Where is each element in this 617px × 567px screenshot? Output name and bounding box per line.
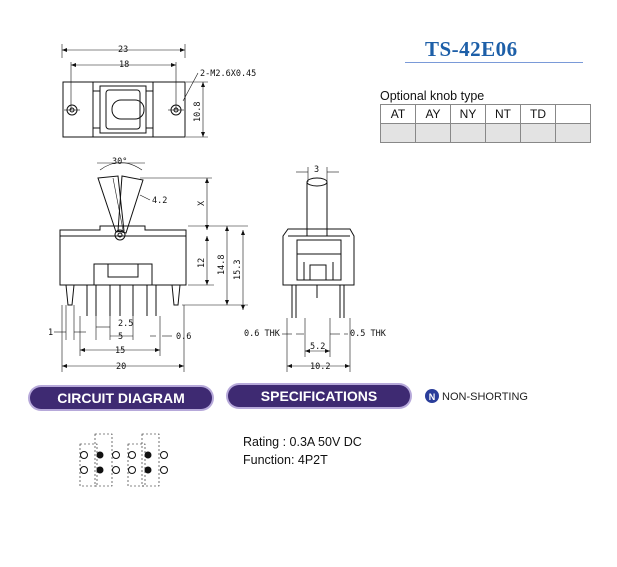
- specs-block: Rating : 0.3A 50V DC Function: 4P2T: [243, 433, 362, 469]
- non-shorting-badge: N NON-SHORTING: [425, 389, 528, 403]
- dim-14-8: 14.8: [217, 255, 227, 275]
- dim-radius: 4.2: [152, 196, 167, 206]
- dim-10-2: 10.2: [310, 362, 330, 372]
- dim-10-8: 10.8: [193, 102, 203, 122]
- specifications-label: SPECIFICATIONS: [261, 388, 377, 404]
- function-text: Function: 4P2T: [243, 453, 328, 467]
- dim-1: 1: [48, 328, 53, 338]
- side-view: 3 0.6 THK 0.5 THK 5.2 10.2: [244, 165, 387, 372]
- dim-20: 20: [116, 362, 126, 372]
- dim-3: 3: [314, 165, 319, 175]
- knob-cell: [555, 123, 591, 143]
- dim-15-3: 15.3: [233, 260, 243, 280]
- knob-option: [555, 104, 591, 124]
- knob-option: AT: [380, 104, 416, 124]
- left-thk: 0.6 THK: [244, 329, 281, 339]
- knob-option: TD: [520, 104, 556, 124]
- knob-cell: [485, 123, 521, 143]
- model-title: TS-42E06: [425, 37, 518, 61]
- circuit-schematic: [79, 433, 168, 487]
- non-shorting-icon: [425, 389, 439, 403]
- knob-option: NT: [485, 104, 521, 124]
- dim-23: 23: [118, 45, 128, 55]
- dim-5-2: 5.2: [310, 342, 325, 352]
- non-shorting-label: NON-SHORTING: [442, 391, 528, 403]
- dim-x: X: [197, 200, 207, 206]
- dim-0-6: 0.6: [176, 332, 191, 342]
- knob-option: AY: [415, 104, 451, 124]
- front-view: 30° 4.2 X: [48, 157, 248, 372]
- knob-cell: [450, 123, 486, 143]
- dim-12: 12: [197, 258, 207, 268]
- dim-2-5: 2.5: [118, 319, 133, 329]
- dim-5: 5: [118, 332, 123, 342]
- knob-table: AT AY NY NT TD: [380, 104, 591, 143]
- title-underline: [405, 62, 583, 63]
- dim-angle: 30°: [112, 157, 127, 167]
- knob-cell: [415, 123, 451, 143]
- hole-note: 2-M2.6X0.45: [200, 69, 256, 79]
- top-view: 23 18 2-M2.6X0.45 10.8: [61, 44, 256, 138]
- specifications-banner: SPECIFICATIONS: [226, 383, 412, 409]
- knob-cell: [520, 123, 556, 143]
- dim-15: 15: [115, 346, 125, 356]
- knob-cell: [380, 123, 416, 143]
- right-thk: 0.5 THK: [350, 329, 387, 339]
- knob-caption: Optional knob type: [380, 89, 485, 103]
- non-shorting-icon-glyph: N: [429, 392, 436, 402]
- knob-option: NY: [450, 104, 486, 124]
- rating-text: Rating : 0.3A 50V DC: [243, 435, 362, 449]
- circuit-diagram-label: CIRCUIT DIAGRAM: [57, 390, 185, 406]
- dim-18: 18: [119, 60, 129, 70]
- circuit-diagram-banner: CIRCUIT DIAGRAM: [28, 385, 214, 411]
